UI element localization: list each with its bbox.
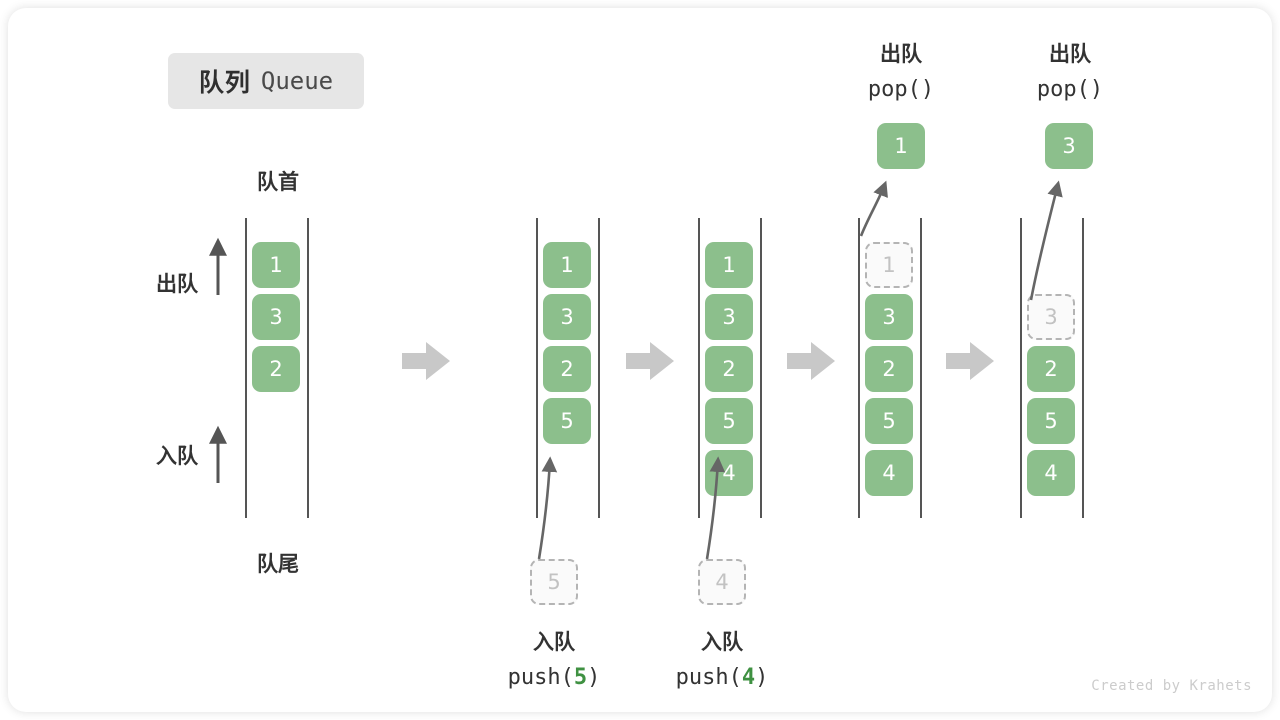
- push-4-label-code: push(4): [675, 665, 769, 690]
- step-arrow-4: [946, 342, 994, 380]
- pop-1-label-code: pop(): [867, 77, 935, 102]
- rear-label: 队尾: [257, 552, 299, 576]
- queue-cell: 1: [543, 242, 591, 288]
- channel-rail-right: [598, 218, 600, 518]
- push-5-label: 入队 push(5): [474, 624, 634, 696]
- channel-rail-right: [760, 218, 762, 518]
- watermark: Created by Krahets: [1091, 678, 1252, 694]
- queue-cell-ghost: 3: [1027, 294, 1075, 340]
- queue-cell: 1: [705, 242, 753, 288]
- queue-channel-pop-3: 3 2 5 4: [1020, 218, 1084, 518]
- popped-cell-1: 1: [877, 123, 925, 169]
- channel-rail-left: [245, 218, 247, 518]
- queue-cell: 3: [543, 294, 591, 340]
- queue-cell: 2: [1027, 346, 1075, 392]
- title-cn: 队列: [198, 68, 251, 97]
- queue-cell: 3: [252, 294, 300, 340]
- title-en: Queue: [260, 67, 334, 95]
- step-arrow-1: [402, 342, 450, 380]
- queue-cell: 5: [705, 398, 753, 444]
- queue-cell: 2: [543, 346, 591, 392]
- enqueue-label: 入队: [156, 444, 198, 468]
- queue-channel-push-4: 1 3 2 5 4: [698, 218, 762, 518]
- front-label: 队首: [257, 170, 299, 194]
- pop-3-label-cn: 出队: [1049, 42, 1091, 66]
- queue-cell: 3: [865, 294, 913, 340]
- queue-cell-ghost: 1: [865, 242, 913, 288]
- pop-1-label-cn: 出队: [880, 42, 922, 66]
- queue-cell: 4: [705, 450, 753, 496]
- popped-cell-3: 3: [1045, 123, 1093, 169]
- queue-cell: 2: [865, 346, 913, 392]
- push-5-label-code: push(5): [507, 665, 601, 690]
- pop-3-label: 出队 pop(): [990, 36, 1150, 108]
- queue-channel-initial: 1 3 2: [245, 218, 309, 518]
- queue-channel-push-5: 1 3 2 5: [536, 218, 600, 518]
- channel-rail-left: [858, 218, 860, 518]
- title-badge: 队列 Queue: [168, 53, 364, 109]
- push-4-label-cn: 入队: [701, 630, 743, 654]
- channel-rail-right: [307, 218, 309, 518]
- queue-cell: 5: [865, 398, 913, 444]
- push-5-label-cn: 入队: [533, 630, 575, 654]
- queue-cell: 2: [252, 346, 300, 392]
- channel-rail-left: [536, 218, 538, 518]
- push-4-label: 入队 push(4): [642, 624, 802, 696]
- queue-cell: 2: [705, 346, 753, 392]
- channel-rail-left: [1020, 218, 1022, 518]
- incoming-cell-4: 4: [698, 559, 746, 605]
- queue-cell: 4: [1027, 450, 1075, 496]
- queue-cell: 5: [1027, 398, 1075, 444]
- queue-cell: 1: [252, 242, 300, 288]
- incoming-cell-5: 5: [530, 559, 578, 605]
- step-arrow-3: [787, 342, 835, 380]
- dequeue-label: 出队: [156, 272, 198, 296]
- channel-rail-right: [920, 218, 922, 518]
- step-arrow-2: [626, 342, 674, 380]
- pop-3-label-code: pop(): [1036, 77, 1104, 102]
- channel-rail-left: [698, 218, 700, 518]
- queue-cell: 5: [543, 398, 591, 444]
- queue-channel-pop-1: 1 3 2 5 4: [858, 218, 922, 518]
- diagram-card: 队列 Queue 队首 队尾 出队 入队 1 3 2 1 3 2 5 5 入队 …: [8, 8, 1272, 712]
- channel-rail-right: [1082, 218, 1084, 518]
- queue-cell: 3: [705, 294, 753, 340]
- pop-1-label: 出队 pop(): [821, 36, 981, 108]
- queue-cell: 4: [865, 450, 913, 496]
